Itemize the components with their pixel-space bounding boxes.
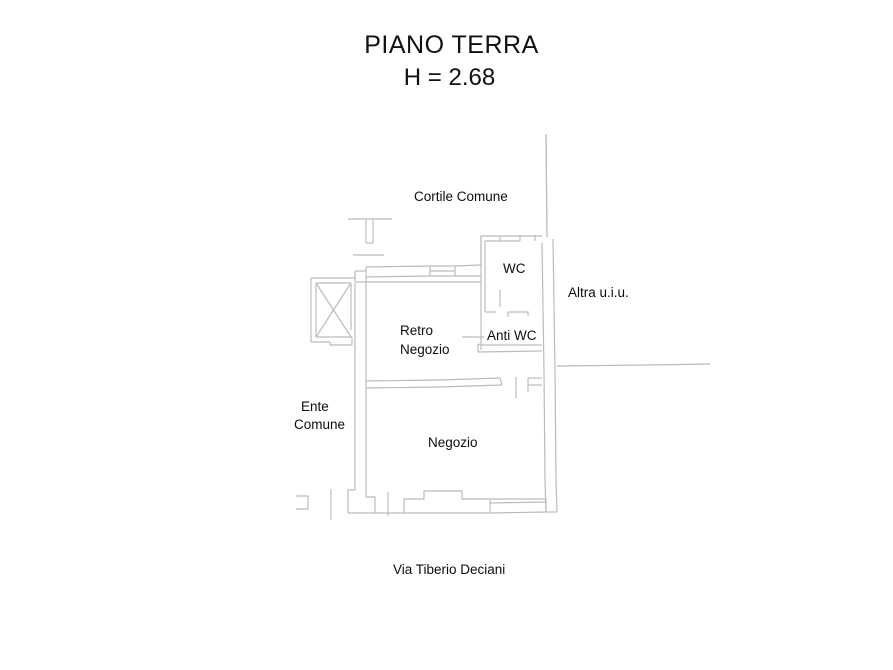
wall-retro-top-left [354, 267, 481, 283]
wall-stub-courtyard [348, 218, 392, 256]
wall-divider-retro-negozio [365, 377, 503, 389]
wall-wc-block [480, 235, 542, 317]
wall-corridor-top [365, 236, 482, 278]
street-label: Via Tiberio Deciani [393, 562, 506, 577]
wall-right-party [541, 133, 558, 513]
wall-left-main [347, 271, 376, 514]
boundary-line-upper [545, 133, 548, 238]
door-jamb-negozio-right [515, 377, 542, 398]
alcove-x-left [310, 277, 355, 346]
boundary-line-altra-uiu [556, 363, 711, 367]
marks-bottom-left [296, 489, 389, 520]
wall-antiwc-south [462, 316, 543, 353]
wall-bottom-shopfront [375, 490, 547, 514]
